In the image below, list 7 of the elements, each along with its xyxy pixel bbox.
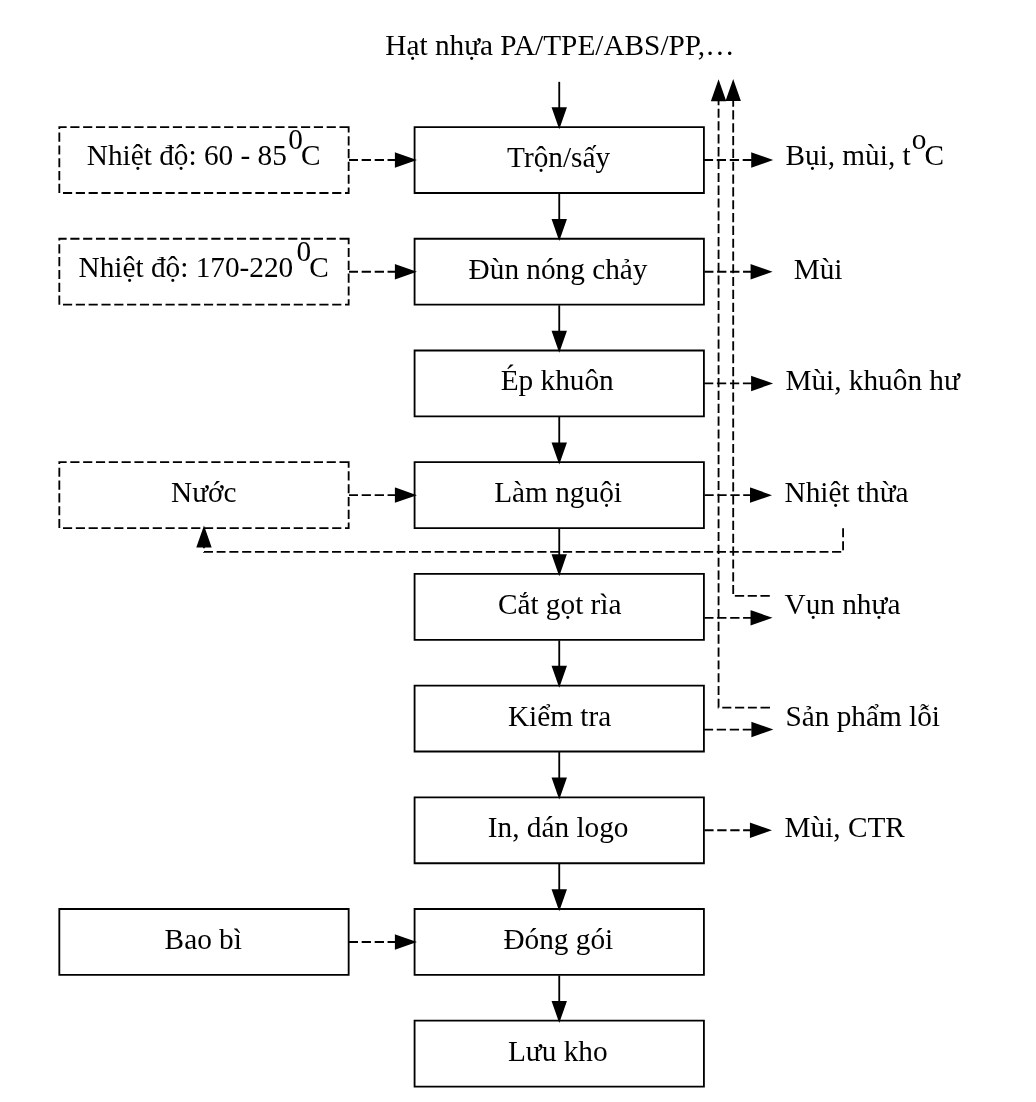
node-text: Mùi, khuôn hư <box>784 364 960 397</box>
node-text: Mùi <box>793 252 842 285</box>
node-text: Hạt nhựa PA/TPE/ABS/PP,… <box>384 29 734 62</box>
node-text: Mùi, CTR <box>783 811 905 844</box>
node-text: Sản phẩm lỗi <box>784 699 940 732</box>
node-text: Vụn nhựa <box>783 587 900 620</box>
node-text: Nhiệt thừa <box>783 476 909 509</box>
